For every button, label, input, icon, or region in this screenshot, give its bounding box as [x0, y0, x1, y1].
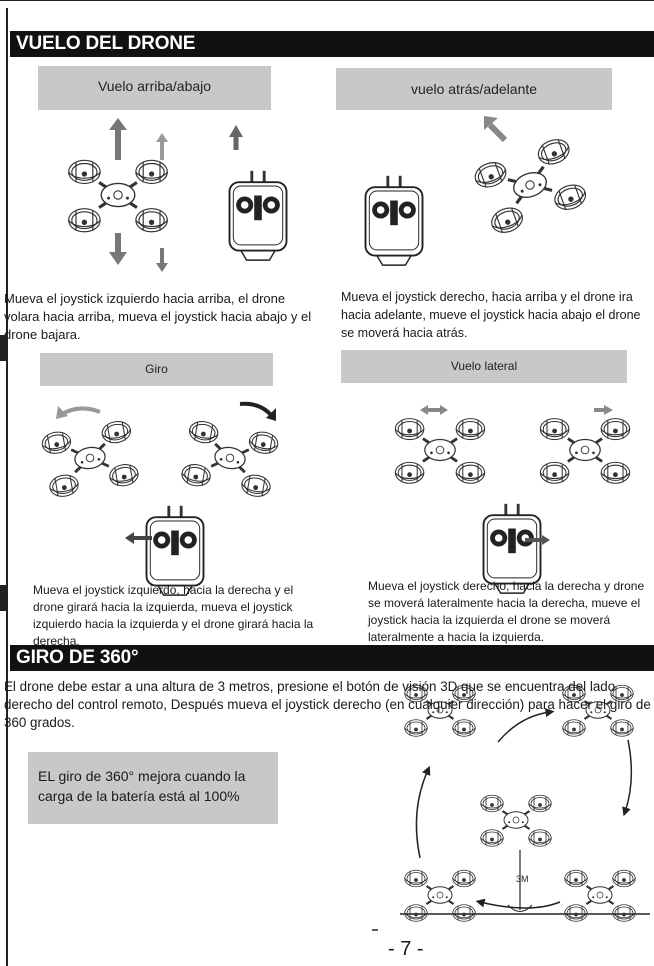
battery-note: EL giro de 360° mejora cuando la carga d…: [28, 752, 278, 824]
section-title-360: GIRO DE 360°: [10, 645, 654, 671]
text-360: El drone debe estar a una altura de 3 me…: [4, 678, 652, 732]
height-label: 3M: [516, 874, 529, 884]
label-lateral: Vuelo lateral: [341, 350, 627, 383]
text-turn: Mueva el joystick izquierdo, hacia la de…: [33, 582, 323, 650]
text-up-down: Mueva el joystick izquierdo hacia arriba…: [4, 290, 324, 344]
label-turn: Giro: [40, 353, 273, 386]
text-back-forward: Mueva el joystick derecho, hacia arriba …: [341, 288, 646, 342]
text-lateral: Mueva el joystick derecho, hacia la dere…: [368, 578, 650, 646]
page-number: - 7 -: [388, 938, 424, 961]
